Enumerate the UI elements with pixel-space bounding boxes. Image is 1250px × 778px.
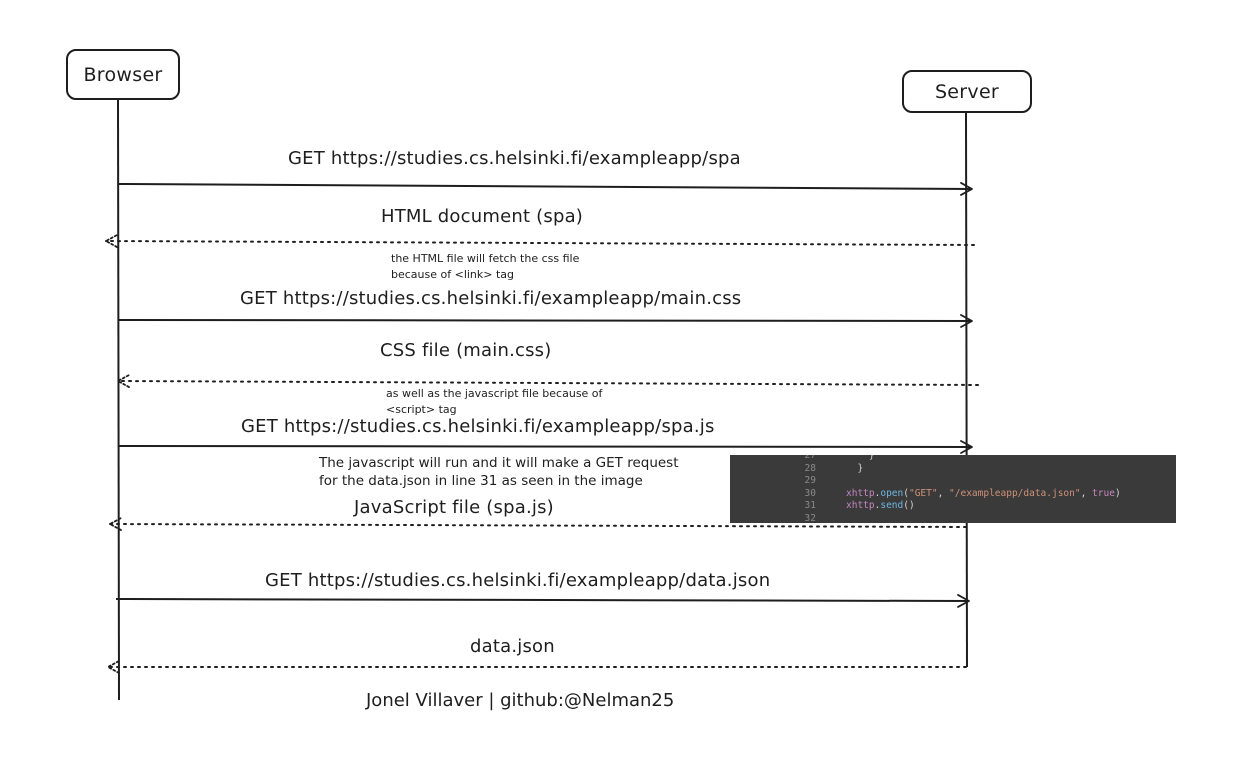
code-snippet-image: 27 } 28 } 29 30 xhttp.open("GET", "/exam… [730, 455, 1176, 523]
code-line: 30 xhttp.open("GET", "/exampleapp/data.j… [730, 488, 1176, 501]
note-js-fetch: as well as the javascript file because o… [386, 386, 602, 418]
note-js-fetch-line: <script> tag [386, 403, 457, 416]
code-line-number: 28 [804, 462, 816, 474]
code-line-text: xhttp.open("GET", "/exampleapp/data.json… [846, 487, 1121, 499]
code-line-number: 31 [804, 500, 816, 511]
browser-actor: Browser [66, 49, 180, 100]
message-label-get-spa: GET https://studies.cs.helsinki.fi/examp… [288, 148, 741, 169]
message-label-javascript-file: JavaScript file (spa.js) [354, 497, 554, 518]
note-javascript-run: The javascript will run and it will make… [319, 454, 679, 490]
server-actor-label: Server [934, 80, 1000, 103]
code-line: 27 } [730, 455, 1176, 463]
code-line: 31 xhttp.send() [730, 500, 1176, 513]
note-css-fetch-line: the HTML file will fetch the css file [391, 252, 580, 265]
arrow-css-file [118, 381, 979, 385]
note-css-fetch: the HTML file will fetch the css file be… [391, 251, 579, 283]
message-label-get-data-json: GET https://studies.cs.helsinki.fi/examp… [265, 570, 771, 591]
arrow-html-document [106, 241, 975, 245]
arrow-get-spa [117, 182, 973, 196]
note-css-fetch-line: because of <link> tag [391, 268, 515, 281]
note-js-fetch-line: as well as the javascript file because o… [386, 387, 603, 400]
code-line: 32 [730, 513, 1176, 524]
message-label-html-document: HTML document (spa) [381, 206, 584, 227]
code-line-number: 27 [804, 455, 816, 461]
note-javascript-run-line: for the data.json in line 31 as seen in … [319, 473, 643, 489]
server-lifeline [965, 112, 968, 668]
arrow-get-main-css [117, 314, 973, 328]
code-line-number: 30 [804, 487, 816, 499]
code-line: 28 } [730, 463, 1176, 476]
arrow-javascript-file [110, 524, 967, 527]
browser-lifeline [117, 98, 120, 701]
note-javascript-run-line: The javascript will run and it will make… [319, 455, 679, 471]
author-credit: Jonel Villaver | github:@Nelman25 [366, 690, 675, 711]
code-line: 29 [730, 475, 1176, 488]
message-label-get-spa-js: GET https://studies.cs.helsinki.fi/examp… [241, 416, 715, 437]
message-label-css-file: CSS file (main.css) [380, 340, 552, 361]
arrow-get-data-json [115, 594, 970, 608]
code-line-number: 32 [804, 512, 816, 524]
code-line-text: } [846, 455, 875, 461]
server-actor: Server [902, 70, 1032, 113]
browser-actor-label: Browser [83, 63, 163, 86]
code-line-text: xhttp.send() [846, 500, 915, 511]
message-label-data-json: data.json [470, 636, 555, 657]
code-line-number: 29 [804, 475, 816, 486]
code-line-text: } [846, 462, 864, 474]
message-label-get-main-css: GET https://studies.cs.helsinki.fi/examp… [240, 288, 742, 309]
arrow-get-spa-js [117, 440, 973, 454]
